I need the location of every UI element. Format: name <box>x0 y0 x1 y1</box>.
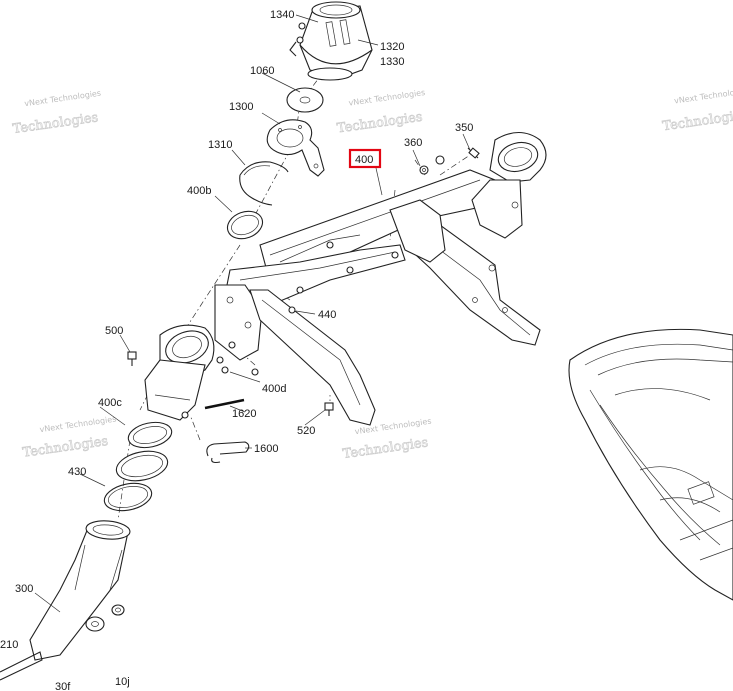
label-210[interactable]: 210 <box>0 639 18 651</box>
watermark-text: Technologies <box>12 110 99 137</box>
label-10j[interactable]: 10j <box>115 676 130 688</box>
frame-400 <box>144 131 547 426</box>
screw-440 <box>288 306 296 314</box>
ring-stack <box>115 450 169 482</box>
watermark-text: Technologies <box>22 434 109 461</box>
label-1300[interactable]: 1300 <box>229 101 253 113</box>
label-1620[interactable]: 1620 <box>232 408 256 420</box>
label-440[interactable]: 440 <box>318 309 336 321</box>
label-1330[interactable]: 1330 <box>380 56 404 68</box>
watermark-text: Technologies <box>336 110 423 137</box>
watermark-text: Technologies <box>662 108 733 135</box>
label-1320[interactable]: 1320 <box>380 41 404 53</box>
watermark-text: Technologies <box>342 435 429 462</box>
washers-near-300 <box>85 604 125 632</box>
highlight-box-400 <box>348 148 382 169</box>
hook-1600 <box>206 441 250 464</box>
label-430[interactable]: 430 <box>68 466 86 478</box>
part-labels: 1340 1320 1330 1060 1300 1310 400b 400 3… <box>0 9 473 691</box>
hull-outline-right <box>568 328 733 601</box>
washer-1060 <box>286 87 324 113</box>
label-400[interactable]: 400 <box>355 154 373 166</box>
label-400b[interactable]: 400b <box>187 185 211 197</box>
label-1340[interactable]: 1340 <box>270 9 294 21</box>
label-300[interactable]: 300 <box>15 583 33 595</box>
tube-300 <box>0 520 131 681</box>
label-400c[interactable]: 400c <box>98 397 122 409</box>
label-500[interactable]: 500 <box>105 325 123 337</box>
bolt-500 <box>127 351 137 366</box>
screws-400d <box>221 366 259 376</box>
watermark-mid-center: vNext Technologies Technologies <box>341 417 432 463</box>
label-350[interactable]: 350 <box>455 122 473 134</box>
circlip-430 <box>103 482 153 512</box>
bolt-520 <box>324 402 334 416</box>
label-360[interactable]: 360 <box>404 137 422 149</box>
watermark-text: vNext Technologies <box>348 88 426 108</box>
watermark-text: vNext Technologies <box>24 89 102 109</box>
watermark-text: vNext Technologies <box>39 415 117 435</box>
steering-column-top <box>289 1 373 81</box>
label-30f[interactable]: 30f <box>55 681 71 691</box>
watermark-top-center: vNext Technologies Technologies <box>336 88 426 137</box>
nut-360 <box>419 165 429 175</box>
label-520[interactable]: 520 <box>297 425 315 437</box>
leader-lines <box>34 14 471 613</box>
label-1600[interactable]: 1600 <box>254 443 278 455</box>
watermark-text: vNext Technologies <box>674 86 733 106</box>
pin-1620 <box>204 398 245 410</box>
watermark-top-left: vNext Technologies Technologies <box>11 89 102 138</box>
clip-1310 <box>239 161 289 206</box>
watermark-top-right: vNext Technologies Technologies <box>661 86 733 135</box>
label-1310[interactable]: 1310 <box>208 139 232 151</box>
watermark-mid-left: vNext Technologies Technologies <box>21 415 117 462</box>
label-400d[interactable]: 400d <box>262 383 286 395</box>
ring-400b <box>226 210 264 240</box>
ring-400c <box>127 421 173 449</box>
bracket-plate-1300 <box>266 119 325 177</box>
label-1060[interactable]: 1060 <box>250 65 274 77</box>
